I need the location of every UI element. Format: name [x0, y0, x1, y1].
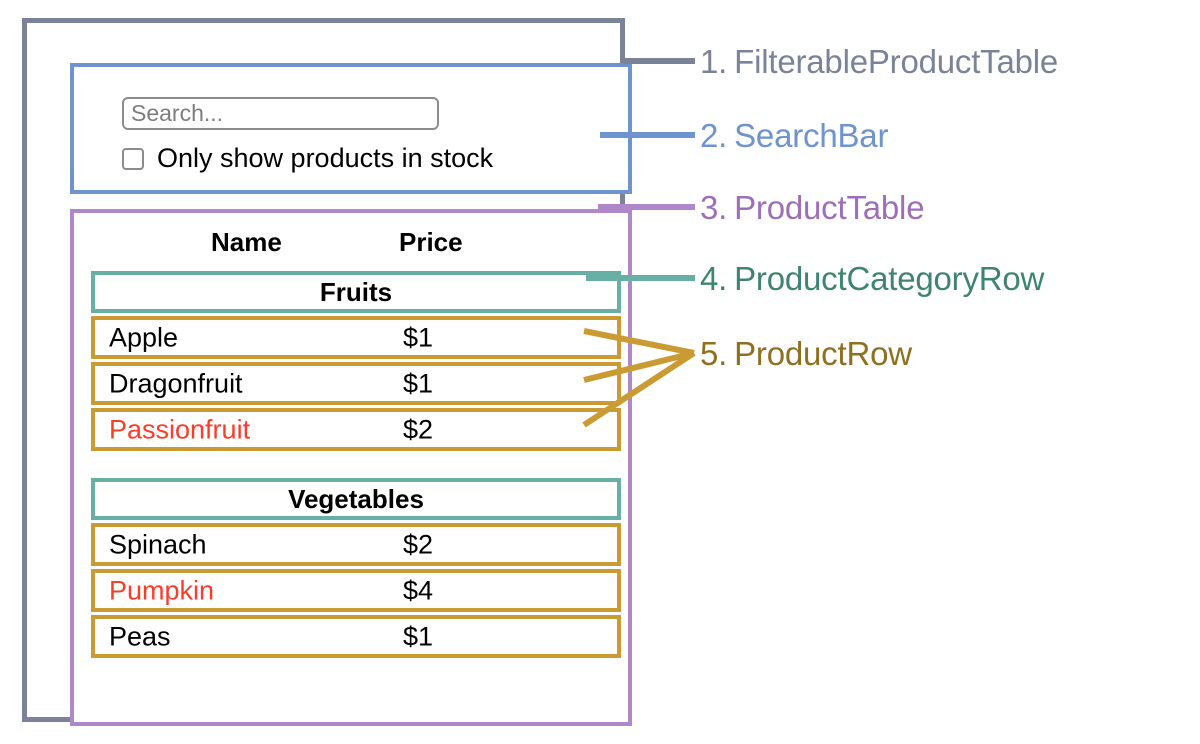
product-category-label: Vegetables: [288, 484, 424, 514]
legend-item-search-bar: 2.SearchBar: [700, 119, 888, 152]
legend-label-5: ProductRow: [734, 335, 912, 372]
product-name: Pumpkin: [109, 575, 215, 605]
product-price: $2: [403, 529, 434, 559]
search-input[interactable]: [122, 97, 439, 130]
legend-item-filterable-product-table: 1.FilterableProductTable: [700, 45, 1058, 78]
product-row: Spinach $2: [91, 523, 621, 566]
legend-label-2: SearchBar: [734, 117, 889, 154]
in-stock-checkbox-label: Only show products in stock: [157, 143, 494, 173]
legend-number-4: 4.: [700, 260, 728, 297]
product-category-row: Fruits: [91, 271, 621, 313]
product-price: $4: [403, 575, 434, 605]
product-name: Dragonfruit: [109, 368, 243, 398]
product-row: Passionfruit $2: [91, 408, 621, 451]
product-price: $1: [403, 368, 434, 398]
category-group-gap: [91, 451, 621, 478]
product-name: Apple: [109, 322, 179, 352]
product-name: Peas: [109, 621, 171, 651]
product-name: Spinach: [109, 529, 207, 559]
legend-item-product-row: 5.ProductRow: [700, 337, 912, 370]
legend-number-1: 1.: [700, 43, 728, 80]
in-stock-checkbox-row[interactable]: Only show products in stock: [122, 145, 493, 172]
product-price: $1: [403, 621, 434, 651]
legend-item-product-table: 3.ProductTable: [700, 189, 925, 226]
product-row: Apple $1: [91, 316, 621, 359]
legend-label-1: FilterableProductTable: [734, 43, 1059, 80]
table-header-row: Name Price: [74, 223, 628, 261]
checkbox-icon[interactable]: [122, 147, 144, 170]
search-bar: Only show products in stock: [70, 63, 632, 194]
legend-number-2: 2.: [700, 117, 728, 154]
column-header-price: Price: [399, 226, 463, 257]
product-row: Dragonfruit $1: [91, 362, 621, 405]
product-row: Pumpkin $4: [91, 569, 621, 612]
product-price: $2: [403, 414, 434, 444]
legend-item-product-category-row: 4.ProductCategoryRow: [700, 262, 1044, 295]
product-name: Passionfruit: [109, 414, 251, 444]
product-category-label: Fruits: [319, 277, 393, 307]
legend-label-4: ProductCategoryRow: [734, 260, 1045, 297]
legend-number-3: 3.: [700, 189, 728, 226]
filterable-product-table: Only show products in stock Name Price F…: [22, 18, 632, 726]
product-row: Peas $1: [91, 615, 621, 658]
product-category-row: Vegetables: [91, 478, 621, 520]
legend-number-5: 5.: [700, 335, 728, 372]
product-price: $1: [403, 322, 434, 352]
legend-label-3: ProductTable: [734, 189, 925, 226]
column-header-name: Name: [211, 226, 282, 257]
